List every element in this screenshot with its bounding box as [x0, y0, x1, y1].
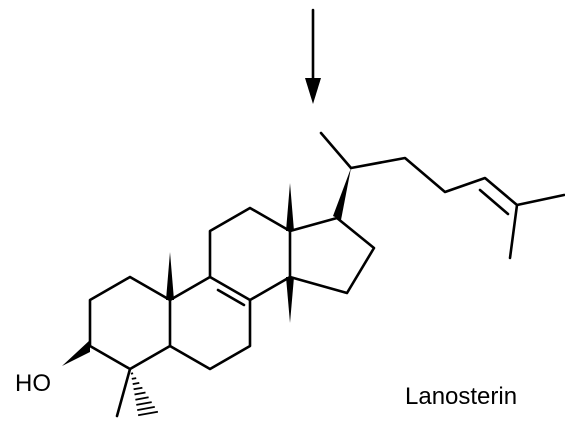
c4-methyl-bond [115, 367, 132, 418]
side-chain [319, 131, 565, 260]
hydroxyl-label: HO [15, 370, 51, 397]
c17-side-chain-wedge [333, 168, 351, 220]
ring-c [208, 206, 292, 302]
ring-b-double-bond [216, 288, 246, 307]
c14-methyl-wedge [286, 277, 294, 323]
ring-d [288, 216, 376, 295]
c10-methyl-wedge [166, 252, 174, 300]
pointer-arrow [305, 8, 321, 104]
c4-methyl-hash [130, 372, 159, 417]
ring-b [168, 275, 252, 371]
c13-methyl-wedge [286, 183, 294, 231]
molecule-name-label: Lanosterin [405, 383, 517, 410]
ring-a [88, 275, 172, 371]
c3-hydroxyl-wedge [62, 340, 90, 366]
